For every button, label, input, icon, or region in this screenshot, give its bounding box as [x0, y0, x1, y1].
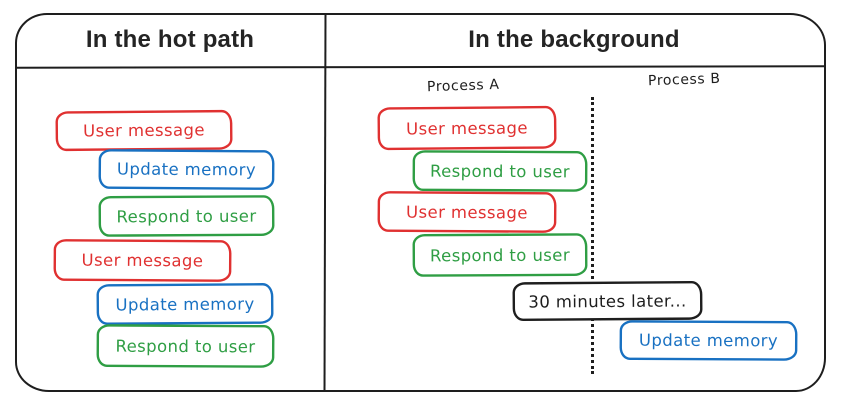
diagram-frame	[15, 13, 826, 392]
process-a-label: Process A	[426, 76, 500, 96]
hot-path-box-respond-to-user-1: Respond to user	[98, 195, 275, 237]
process-a-box-respond-to-user-2: Respond to user	[412, 233, 588, 277]
hot-path-title: In the hot path	[85, 26, 255, 53]
process-a-box-user-message-1: User message	[377, 106, 557, 150]
process-a-box-user-message-2: User message	[377, 191, 557, 233]
hot-path-box-respond-to-user-2: Respond to user	[96, 324, 275, 368]
process-b-label: Process B	[647, 70, 721, 90]
hot-path-box-user-message-1: User message	[55, 110, 233, 151]
background-title: In the background	[468, 26, 680, 53]
process-b-box-update-memory: Update memory	[619, 320, 798, 361]
process-a-box-respond-to-user-1: Respond to user	[412, 150, 588, 192]
hot-path-box-update-memory-1: Update memory	[98, 149, 275, 190]
time-note-box: 30 minutes later...	[512, 281, 703, 321]
hot-path-box-user-message-2: User message	[53, 239, 232, 282]
process-lane-dotted-divider	[591, 97, 594, 374]
hot-path-box-update-memory-2: Update memory	[96, 283, 274, 325]
